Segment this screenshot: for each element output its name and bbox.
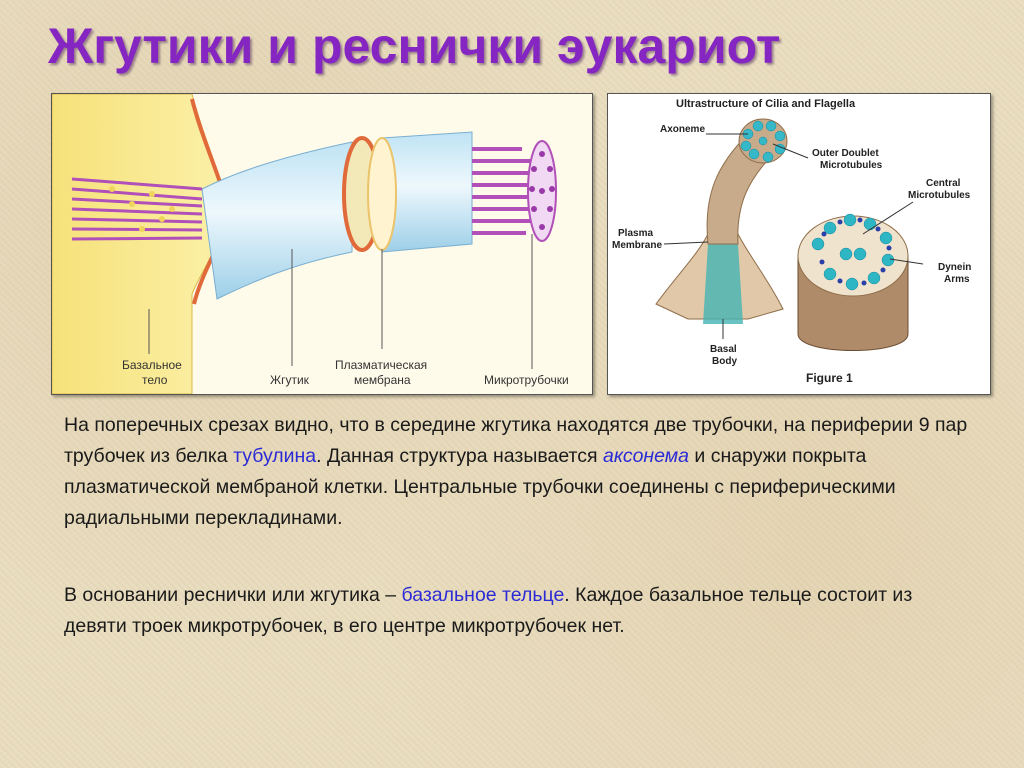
ultrastructure-diagram: Ultrastructure of Cilia and Flagella: [607, 93, 991, 395]
label-outer-doublet-line2: Microtubules: [820, 160, 883, 171]
term-tubulin: тубулина: [233, 445, 317, 467]
label-flagellum: Жгутик: [270, 373, 310, 387]
label-dynein-line1: Dynein: [938, 262, 971, 273]
paragraph1-part1: На поперечных срезах видно, что в середи…: [64, 414, 968, 467]
label-basal-line2: Body: [712, 356, 737, 367]
term-basal-body: базальное тельце: [401, 584, 565, 606]
paragraph-axoneme: На поперечных срезах видно, что в середи…: [64, 410, 974, 534]
label-membrane-line2: мембрана: [354, 373, 411, 387]
label-dynein-line2: Arms: [944, 274, 970, 285]
label-central-line1: Central: [926, 178, 961, 189]
paragraph1-part2: . Данная структура называется: [316, 445, 603, 467]
slide-title: Жгутики и реснички эукариот: [48, 18, 781, 74]
figure-number: Figure 1: [806, 371, 853, 385]
label-basal-line1: Basal: [710, 344, 737, 355]
label-basal-body-line2: тело: [142, 373, 168, 387]
label-central-line2: Microtubules: [908, 190, 971, 201]
paragraph-basal-body: В основании реснички или жгутика – базал…: [64, 580, 974, 642]
label-plasma-line1: Plasma: [618, 228, 653, 239]
paragraph2-part2: . Каждое базальное тельце состоит из дев…: [64, 584, 913, 637]
paragraph2-part1: В основании реснички или жгутика –: [64, 584, 402, 606]
label-outer-doublet-line1: Outer Doublet: [812, 148, 879, 159]
term-axoneme: аксонема: [602, 445, 689, 467]
label-membrane-line1: Плазматическая: [335, 358, 427, 372]
paragraph1-part3: и снаружи покрыта плазматической мембран…: [64, 445, 896, 529]
figure-title: Ultrastructure of Cilia and Flagella: [676, 98, 856, 110]
label-basal-body-line1: Базальное: [122, 358, 182, 372]
label-plasma-line2: Membrane: [612, 240, 662, 251]
ultrastructure-illustration: Ultrastructure of Cilia and Flagella: [612, 98, 971, 385]
flagellum-structure-diagram: Базальное тело Жгутик Плазматическая мем…: [51, 93, 593, 395]
flagellum-illustration: Базальное тело Жгутик Плазматическая мем…: [52, 94, 569, 394]
label-microtubules: Микротрубочки: [484, 373, 569, 387]
label-axoneme: Axoneme: [660, 124, 705, 135]
